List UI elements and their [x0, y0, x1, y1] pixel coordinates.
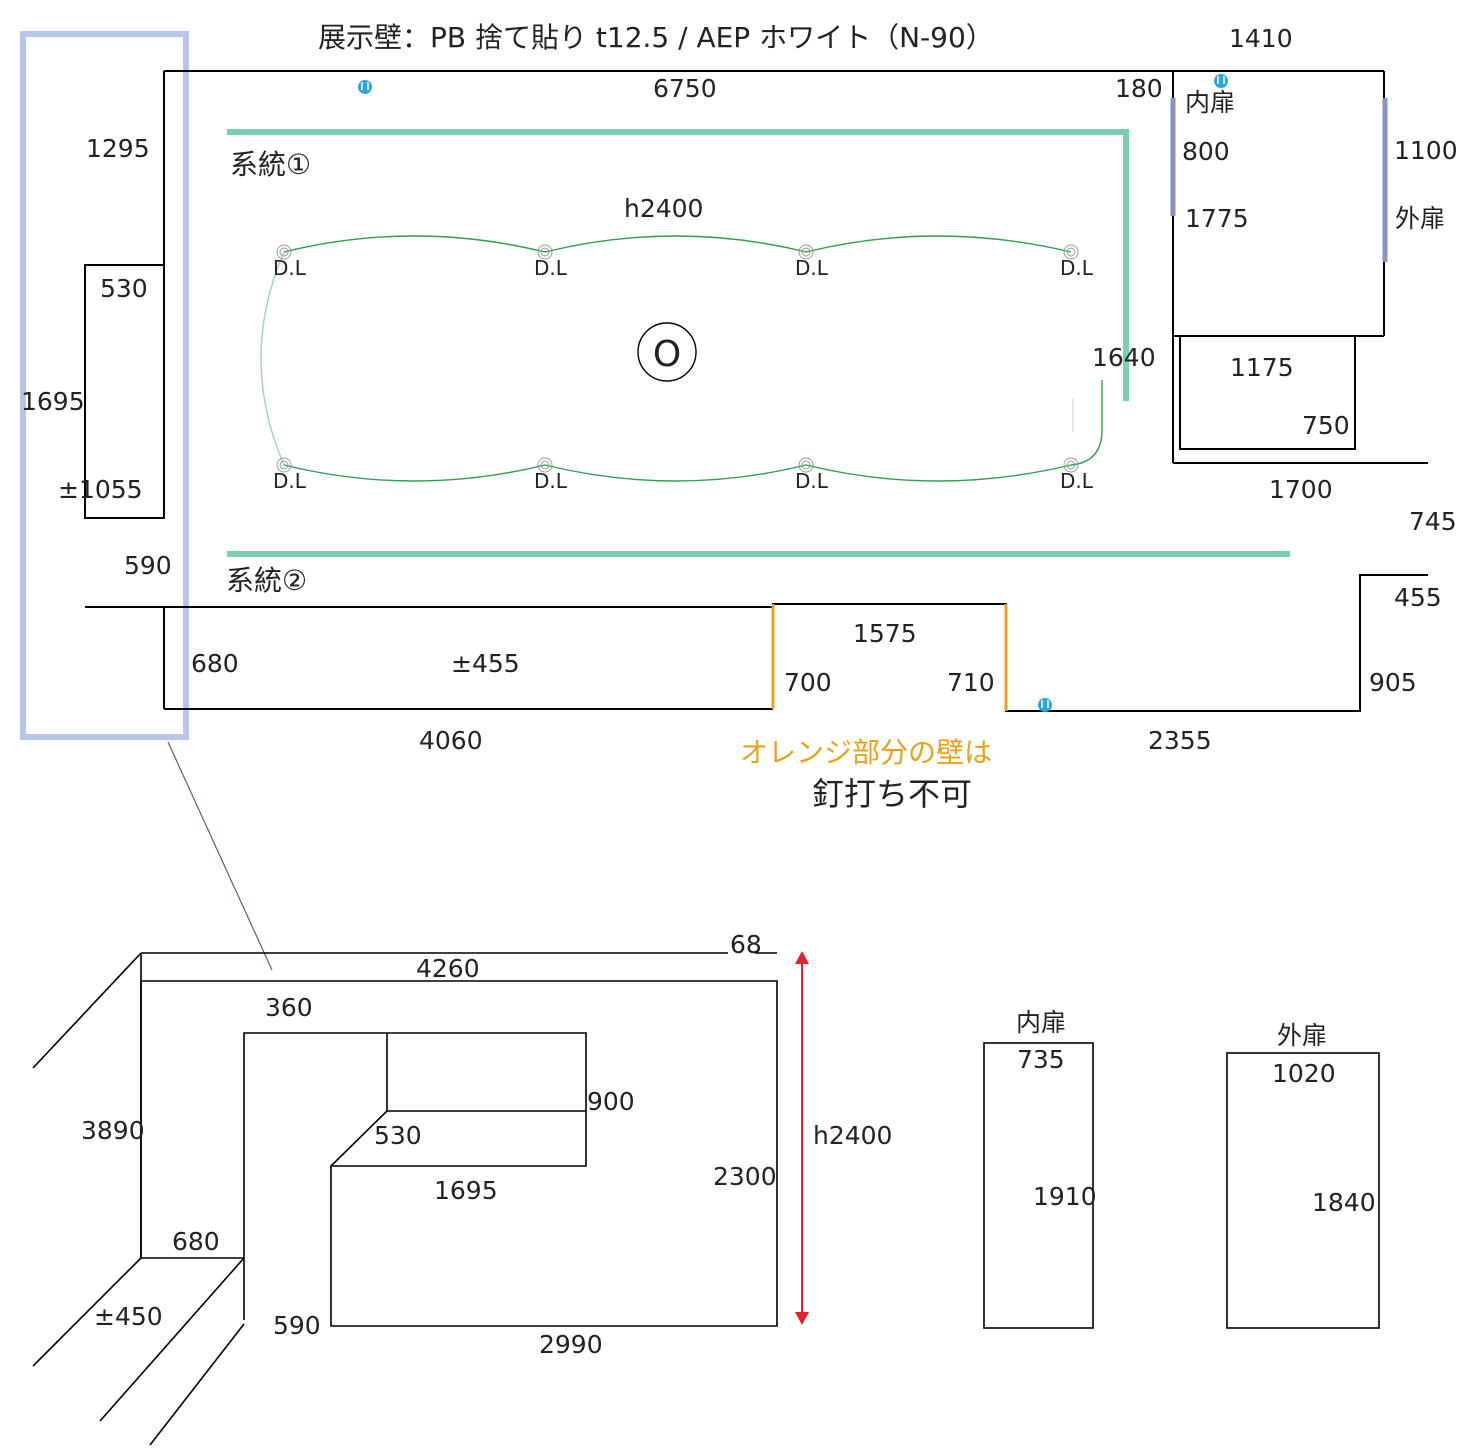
outlet-icon — [1038, 698, 1052, 712]
outlet-icon — [1214, 74, 1228, 88]
dim-label: 180 — [1115, 74, 1163, 103]
dim-label: 3890 — [81, 1116, 145, 1145]
circuit-1-label: 系統① — [230, 148, 311, 181]
dim-label: 700 — [784, 668, 832, 697]
downlight-icon — [798, 457, 814, 473]
downlight-icon — [276, 244, 292, 260]
dim-label: 1640 — [1092, 343, 1156, 372]
dim-label: 900 — [587, 1087, 635, 1116]
circuit-2-label: 系統② — [226, 564, 307, 597]
dim-label: 680 — [191, 649, 239, 678]
orange-wall-note: オレンジ部分の壁は — [740, 736, 992, 769]
dim-label: 1175 — [1230, 353, 1294, 382]
dim-label: 4260 — [416, 954, 480, 983]
downlight-label: D.L — [534, 469, 568, 493]
downlight-label: D.L — [273, 469, 307, 493]
center-symbol: O — [653, 334, 681, 375]
dim-label: 1575 — [853, 619, 917, 648]
outlet-icon — [358, 80, 372, 94]
dim-label: 590 — [273, 1311, 321, 1340]
inner-door-panel — [983, 1042, 1094, 1329]
outer-door-panel — [1226, 1052, 1380, 1329]
dim-label: 1775 — [1185, 204, 1249, 233]
downlight-label: D.L — [1060, 256, 1094, 280]
dim-label: 1695 — [434, 1176, 498, 1205]
outer-door-title: 外扉 — [1277, 1021, 1327, 1050]
dim-label: ±450 — [94, 1302, 163, 1331]
dim-label: 800 — [1182, 137, 1230, 166]
wall-spec-title: 展示壁：PB 捨て貼り t12.5 / AEP ホワイト（N-90） — [318, 21, 994, 54]
light-wiring — [260, 235, 1103, 482]
dim-label: 1410 — [1229, 24, 1293, 53]
downlight-label: D.L — [795, 256, 829, 280]
dim-label: 4060 — [419, 726, 483, 755]
downlight-icon — [1063, 244, 1079, 260]
dim-label: 2355 — [1148, 726, 1212, 755]
downlight-icon — [276, 457, 292, 473]
downlight-label: D.L — [534, 256, 568, 280]
dim-label: 2990 — [539, 1330, 603, 1359]
dim-label: 590 — [124, 551, 172, 580]
dim-label: 2300 — [713, 1162, 777, 1191]
downlight-icon — [1063, 457, 1079, 473]
ceiling-height-label: h2400 — [624, 194, 703, 223]
dim-label: 1020 — [1272, 1059, 1336, 1088]
no-nailing-note: 釘打ち不可 — [812, 775, 972, 813]
dim-label: 530 — [374, 1121, 422, 1150]
dim-label: 905 — [1369, 668, 1417, 697]
elevation-lines — [32, 952, 778, 1446]
downlight-label: D.L — [1060, 469, 1094, 493]
downlight-icon — [537, 457, 553, 473]
dim-label: 530 — [100, 274, 148, 303]
downlight-label: D.L — [795, 469, 829, 493]
dim-label: 680 — [172, 1227, 220, 1256]
dim-label: 360 — [265, 993, 313, 1022]
dim-label: 1910 — [1033, 1182, 1097, 1211]
elevation-height-label: h2400 — [813, 1121, 892, 1150]
dim-label: 1100 — [1394, 136, 1458, 165]
downlight-icon — [537, 244, 553, 260]
dim-label: 1695 — [21, 387, 85, 416]
dim-label: 745 — [1409, 507, 1457, 536]
dim-label: ±455 — [451, 649, 520, 678]
dim-label: ±1055 — [58, 475, 143, 504]
dim-label: 6750 — [653, 74, 717, 103]
downlight-label: D.L — [273, 256, 307, 280]
outer-door-label: 外扉 — [1395, 204, 1445, 233]
inner-door-title: 内扉 — [1016, 1008, 1066, 1037]
circuit-1-rail — [227, 129, 1129, 401]
dim-label: 455 — [1394, 583, 1442, 612]
inner-door-label: 内扉 — [1185, 88, 1235, 117]
dim-label: 750 — [1302, 411, 1350, 440]
leader-line — [167, 741, 273, 971]
dim-label: 710 — [947, 668, 995, 697]
center-symbol-circle — [637, 322, 697, 382]
dim-label: 1295 — [86, 134, 150, 163]
height-arrow — [795, 951, 809, 1325]
downlight-icon — [798, 244, 814, 260]
dim-label: 1700 — [1269, 475, 1333, 504]
highlight-frame — [20, 31, 189, 740]
dim-label: 68 — [730, 930, 762, 959]
dim-label: 1840 — [1312, 1188, 1376, 1217]
dim-label: 735 — [1017, 1045, 1065, 1074]
